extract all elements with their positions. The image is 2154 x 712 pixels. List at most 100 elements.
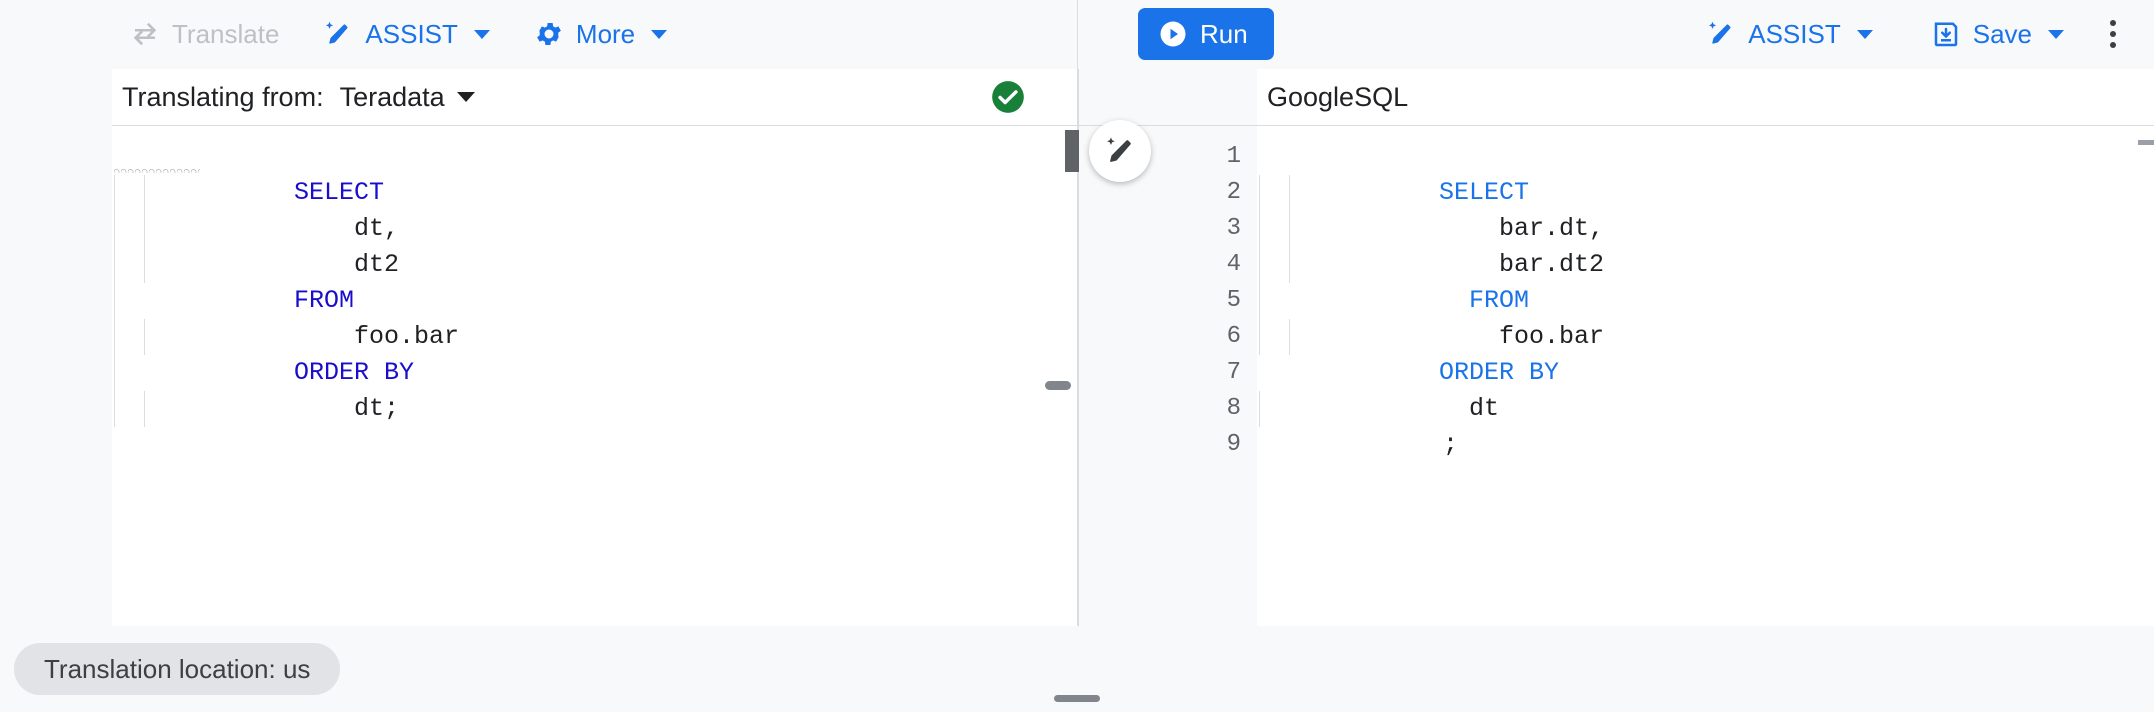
translating-from-label: Translating from: (122, 81, 324, 112)
code-token: dt, (354, 214, 400, 243)
line-number: 7 (81, 359, 96, 386)
pane-divider[interactable] (1078, 69, 1079, 626)
code-token: foo.bar (354, 322, 460, 351)
code-token: SELECT (294, 178, 385, 207)
source-horizontal-scrollbar[interactable] (1045, 381, 1071, 390)
toolbar-right-group: Run ASSIST (1078, 0, 2154, 69)
target-vertical-scroll-tick[interactable] (2138, 140, 2154, 145)
code-line: foo.bar (112, 283, 1077, 351)
target-pane: GoogleSQL 1 2 3 4 5 6 7 8 9 (1065, 69, 2154, 626)
line-number: 3 (81, 215, 96, 242)
code-line (112, 391, 1077, 427)
target-gutter: 1 2 3 4 5 6 7 8 9 (1079, 126, 1257, 626)
more-button-label: More (575, 19, 636, 49)
save-disk-icon (1931, 19, 1961, 49)
assist-button-left[interactable]: ASSIST (323, 19, 490, 49)
run-button[interactable]: Run (1138, 8, 1274, 60)
chevron-down-icon (456, 92, 475, 102)
source-pane: Translating from: Teradata i (0, 69, 1078, 626)
chevron-down-icon (1856, 29, 1873, 39)
line-number: 8 (1226, 395, 1241, 422)
assist-button-right[interactable]: ASSIST (1706, 19, 1873, 49)
line-number: 6 (1226, 323, 1241, 350)
code-line: ; (1257, 391, 2154, 459)
code-token: ORDER BY (1439, 358, 1560, 387)
assist-button-right-label: ASSIST (1748, 19, 1841, 49)
code-token: FROM (294, 286, 355, 315)
source-editor[interactable]: i 1 2 3 4 5 6 7 8 (0, 126, 1077, 626)
assist-button-left-label: ASSIST (365, 19, 458, 49)
translation-location-label: Translation location: us (44, 654, 311, 684)
line-number: 4 (81, 251, 96, 278)
code-token: dt (1469, 394, 1500, 423)
line-number: 5 (1226, 287, 1241, 314)
code-line: dt; (112, 355, 1077, 423)
code-token: bar.dt, (1499, 214, 1605, 243)
indent-guide (1289, 175, 1290, 283)
target-header-gutter (1079, 69, 1257, 125)
translate-button-label: Translate (172, 19, 280, 49)
translate-icon (130, 19, 160, 49)
code-token: dt2 (354, 250, 400, 279)
check-circle-icon (989, 78, 1027, 116)
code-line: foo.bar (1257, 283, 2154, 351)
indent-guide (144, 391, 145, 427)
translation-location-chip[interactable]: Translation location: us (14, 643, 341, 695)
save-button-label: Save (1972, 19, 2032, 49)
code-line: bar.dt2 (1257, 211, 2154, 279)
code-token: SELECT (1439, 178, 1530, 207)
gear-icon (534, 19, 564, 49)
code-token: foo.bar (1499, 322, 1605, 351)
magic-wand-icon (323, 19, 353, 49)
indent-guide (1289, 319, 1290, 355)
line-number: 2 (81, 179, 96, 206)
indent-guide (114, 355, 115, 427)
magic-edit-fab-button[interactable] (1089, 120, 1151, 182)
source-pane-header: Translating from: Teradata (0, 69, 1077, 126)
dialect-select-value: Teradata (339, 81, 445, 112)
indent-guide (144, 175, 145, 283)
target-editor[interactable]: 1 2 3 4 5 6 7 8 9 SELECT (1079, 126, 2154, 626)
code-token: dt; (354, 394, 400, 423)
kebab-menu-icon[interactable] (2098, 12, 2128, 56)
top-toolbar: Translate ASSIST More (0, 0, 2154, 69)
line-number: 1 (1226, 143, 1241, 170)
translate-button[interactable]: Translate (130, 19, 279, 49)
run-button-label: Run (1200, 19, 1248, 49)
target-dialect-label: GoogleSQL (1267, 81, 1409, 112)
code-token: bar.dt2 (1499, 250, 1605, 279)
info-icon[interactable]: i (8, 139, 42, 173)
indent-guide (144, 319, 145, 355)
code-line: ORDER BY (112, 319, 1077, 387)
target-code-area[interactable]: SELECT bar.dt, bar.dt2 FROM foo.bar (1257, 126, 2154, 626)
target-vertical-scrollbar[interactable] (1065, 130, 1079, 172)
magic-wand-icon (1706, 19, 1736, 49)
code-line: SELECT (1257, 139, 2154, 207)
line-number: 6 (81, 323, 96, 350)
resize-grip-handle[interactable] (1054, 695, 1100, 702)
status-bar: Translation location: us (0, 626, 2154, 712)
code-token: FROM (1469, 286, 1530, 315)
dialect-select[interactable]: Teradata (339, 81, 475, 112)
code-line: ORDER BY (1257, 319, 2154, 387)
source-header-gutter (0, 69, 112, 125)
code-token: ; (1443, 430, 1459, 459)
editor-panes: Translating from: Teradata i (0, 69, 2154, 626)
indent-guide (1259, 175, 1260, 355)
code-line: FROM (112, 247, 1077, 315)
code-line: dt, (112, 175, 1077, 243)
magic-edit-icon (1103, 134, 1137, 168)
source-code-area[interactable]: SELECT dt, dt2 FROM foo.bar (112, 126, 1077, 626)
save-button[interactable]: Save (1931, 19, 2064, 49)
chevron-down-icon (651, 29, 668, 39)
error-squiggle (114, 168, 200, 173)
line-number: 5 (81, 287, 96, 314)
code-token: ORDER BY (294, 358, 415, 387)
indent-guide (114, 283, 115, 355)
target-pane-header: GoogleSQL (1079, 69, 2154, 126)
code-line: SELECT (112, 139, 1077, 207)
indent-guide (1259, 391, 1260, 427)
code-line: FROM (1257, 247, 2154, 315)
more-button[interactable]: More (534, 19, 668, 49)
